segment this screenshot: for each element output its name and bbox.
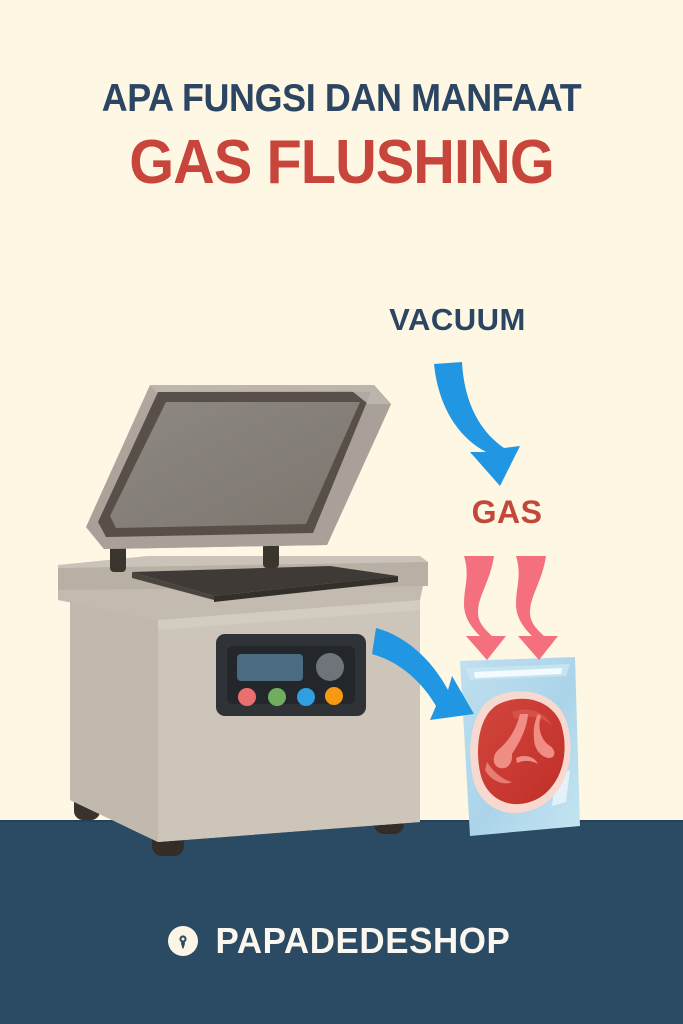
- poster-title: APA FUNGSI DAN MANFAAT GAS FLUSHING: [0, 76, 683, 198]
- panel-button-blue: [297, 688, 315, 706]
- title-line-2: GAS FLUSHING: [129, 128, 554, 197]
- steak-illustration: [470, 691, 571, 814]
- vacuum-bag: [460, 657, 580, 836]
- title-line-1: APA FUNGSI DAN MANFAAT: [101, 77, 582, 120]
- footer-branding: PAPADEDESHOP: [0, 920, 683, 962]
- machine-top-deck: [58, 556, 428, 620]
- panel-button-red: [238, 688, 256, 706]
- gas-arrow-left: [464, 556, 506, 660]
- bag-top-highlight: [474, 668, 562, 678]
- panel-button-green: [268, 688, 286, 706]
- panel-display: [237, 654, 303, 681]
- machine-lid: [86, 385, 391, 549]
- machine-body: [70, 596, 420, 842]
- machine-to-bag-arrow: [372, 628, 474, 720]
- brand-logo-mark: [168, 926, 199, 956]
- gas-arrow-right: [516, 556, 558, 660]
- gas-label: GAS: [471, 494, 543, 530]
- machine-control-panel[interactable]: [216, 634, 366, 716]
- brand-name: PAPADEDESHOP: [215, 920, 511, 961]
- vacuum-arrow: [434, 362, 520, 486]
- panel-knob: [316, 653, 344, 681]
- keyhole-pin-icon: [179, 935, 187, 949]
- background-bottom: [0, 822, 683, 1024]
- vacuum-label: VACUUM: [389, 302, 526, 337]
- panel-button-orange: [325, 687, 343, 705]
- machine-hinges: [110, 540, 279, 572]
